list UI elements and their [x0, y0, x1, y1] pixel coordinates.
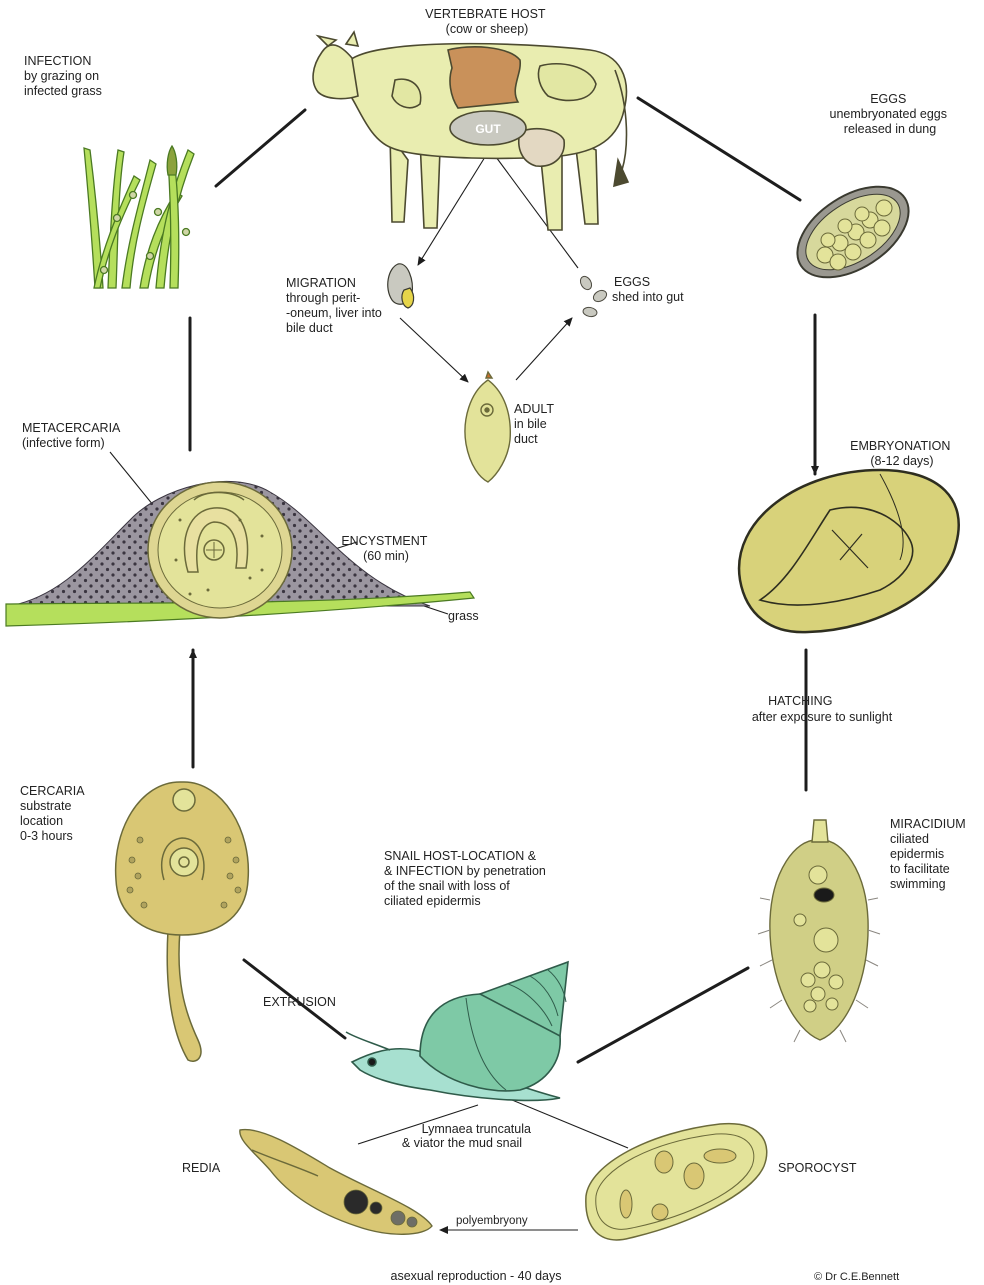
- vertebrate-host-label: VERTEBRATE HOST (cow or sheep): [425, 7, 549, 36]
- arrow-gut-to-eggs: [496, 157, 578, 268]
- sporocyst-label: SPOROCYST: [778, 1161, 857, 1175]
- infection-label: INFECTION by grazing on infected grass: [24, 54, 103, 98]
- miracidium-label: MIRACIDIUM ciliated epidermis to facilit…: [890, 817, 969, 891]
- arrow-adult-to-eggs: [516, 318, 572, 380]
- cercaria-label: CERCARIA substrate location 0-3 hours: [20, 784, 87, 843]
- egg-unembryonated: [781, 168, 924, 296]
- hatching-label: HATCHING after exposure to sunlight: [752, 694, 893, 724]
- cow-illustration: [313, 32, 628, 230]
- line-cow-to-eggs: [638, 98, 800, 200]
- grass-illustration: [84, 146, 194, 288]
- metacercaria-label: METACERCARIA (infective form): [22, 421, 123, 450]
- sporocyst: [586, 1124, 767, 1240]
- miracidium: [758, 820, 880, 1042]
- line-grass-to-cow: [216, 110, 305, 186]
- extrusion-label: EXTRUSION: [263, 995, 336, 1009]
- migration-label: MIGRATION through perit- -oneum, liver i…: [286, 276, 385, 335]
- eggs-gut-label: EGGS shed into gut: [612, 275, 684, 304]
- eggs-dung-label: EGGS unembryonated eggs released in dung: [830, 92, 951, 136]
- asexual-reproduction-label: asexual reproduction - 40 days: [391, 1269, 562, 1283]
- credit-label: © Dr C.E.Bennett: [814, 1271, 899, 1283]
- eggs-shed-into-gut: [578, 274, 608, 317]
- encystment-label: ENCYSTMENT (60 min): [341, 534, 430, 563]
- arrow-migration-to-adult: [400, 318, 468, 382]
- embryonated-egg: [739, 470, 959, 632]
- snail-host-label: SNAIL HOST-LOCATION & & INFECTION by pen…: [384, 849, 549, 908]
- grass-label: grass: [448, 609, 479, 623]
- snail-illustration: [346, 962, 568, 1100]
- line-miracidium-to-snail: [578, 968, 748, 1062]
- adult-label: ADULT in bile duct: [514, 402, 557, 446]
- cercaria: [116, 782, 249, 1061]
- redia-label: REDIA: [182, 1161, 221, 1175]
- polyembryony-label: polyembryony: [456, 1215, 528, 1227]
- gut-label: GUT: [475, 122, 501, 136]
- embryonation-label: EMBRYONATION (8-12 days): [850, 439, 954, 468]
- adult-fluke: [465, 372, 510, 482]
- migration-juvenile: [388, 264, 414, 308]
- metacercaria-cyst: [148, 482, 292, 618]
- snail-species-label: Lymnaea truncatula & viator the mud snai…: [402, 1122, 535, 1150]
